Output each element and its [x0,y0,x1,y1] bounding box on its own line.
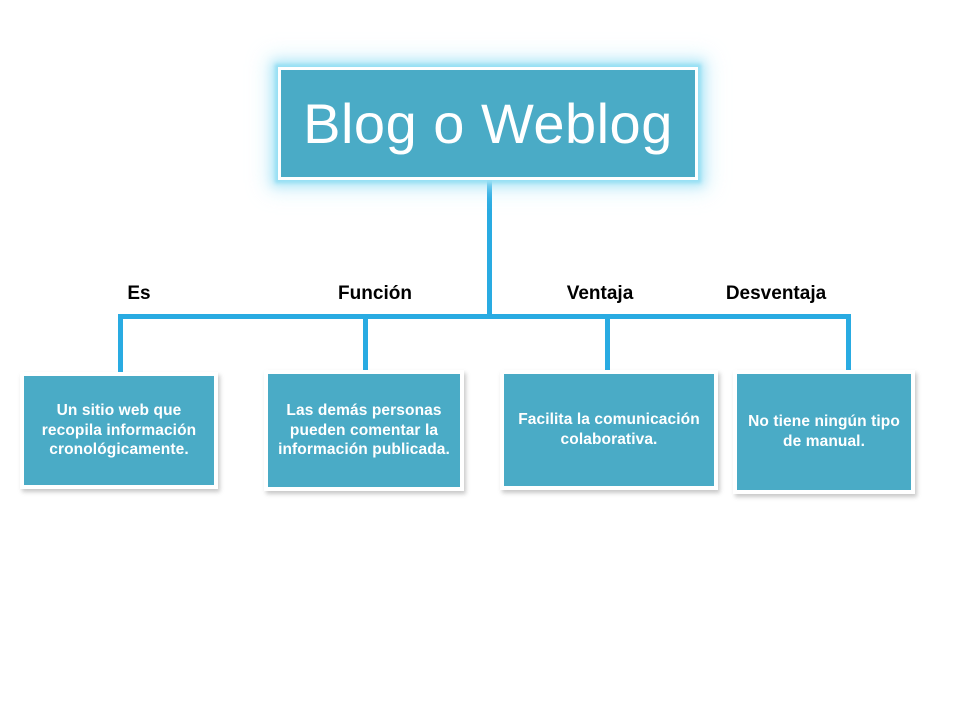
connector-drop-ventaja [605,314,610,380]
branch-label-ventaja: Ventaja [566,283,634,304]
leaf-node-desventaja[interactable]: No tiene ningún tipo de manual. [733,370,915,494]
connector-horizontal-bar [118,314,851,319]
root-node-blog-o-weblog[interactable]: Blog o Weblog [278,67,698,180]
root-node-label: Blog o Weblog [303,91,673,155]
leaf-node-desventaja-text: No tiene ningún tipo de manual. [748,413,900,450]
connector-stem-vertical [487,180,492,318]
connector-drop-funcion [363,314,368,380]
leaf-node-ventaja[interactable]: Facilita la comunicación colaborativa. [500,370,718,490]
leaf-node-es-text: Un sitio web que recopila información cr… [41,401,197,459]
leaf-node-funcion[interactable]: Las demás personas pueden comentar la in… [264,370,464,491]
leaf-node-funcion-text: Las demás personas pueden comentar la in… [278,401,450,459]
branch-label-funcion: Función [338,283,412,304]
leaf-node-ventaja-text: Facilita la comunicación colaborativa. [518,411,700,448]
connector-drop-desventaja [846,314,851,380]
branch-label-es: Es [127,283,151,304]
branch-label-desventaja: Desventaja [725,283,827,304]
leaf-node-es[interactable]: Un sitio web que recopila información cr… [20,372,218,489]
connector-drop-es [118,314,123,380]
